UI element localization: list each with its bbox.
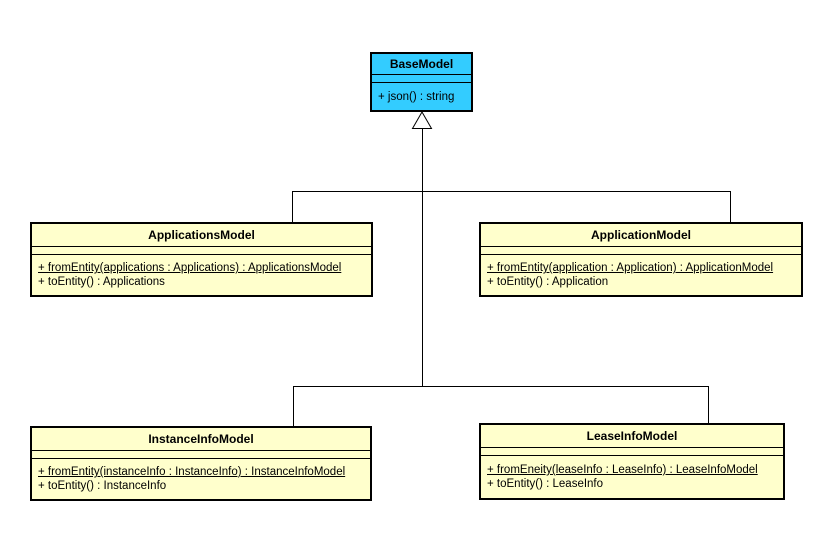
class-applicationsmodel-attributes xyxy=(32,247,371,255)
inheritance-trunk-line xyxy=(422,129,423,387)
class-applicationmodel-title: ApplicationModel xyxy=(481,224,801,247)
method-toentity-instanceinfo: + toEntity() : InstanceInfo xyxy=(38,480,167,492)
method-toentity-application: + toEntity() : Application xyxy=(487,276,609,288)
class-applicationmodel-methods: + fromEntity(application : Application) … xyxy=(481,255,801,295)
method-fromentity-applications: + fromEntity(applications : Applications… xyxy=(38,262,342,274)
class-applicationsmodel-title: ApplicationsModel xyxy=(32,224,371,247)
inheritance-stub-applicationsmodel xyxy=(292,191,293,222)
class-applicationmodel[interactable]: ApplicationModel + fromEntity(applicatio… xyxy=(479,222,803,297)
class-instanceinfomodel[interactable]: InstanceInfoModel + fromEntity(instanceI… xyxy=(30,426,372,501)
inheritance-stub-leaseinfomodel xyxy=(708,386,709,423)
class-basemodel[interactable]: BaseModel + json() : string xyxy=(370,52,473,112)
method-json: + json() : string xyxy=(378,90,455,103)
method-toentity-leaseinfo: + toEntity() : LeaseInfo xyxy=(487,478,604,490)
class-basemodel-title: BaseModel xyxy=(372,54,471,75)
class-basemodel-attributes xyxy=(372,75,471,83)
class-leaseinfomodel-title: LeaseInfoModel xyxy=(481,425,783,448)
method-fromentity-application: + fromEntity(application : Application) … xyxy=(487,262,774,274)
method-toentity-applications: + toEntity() : Applications xyxy=(38,276,165,288)
class-applicationsmodel-methods: + fromEntity(applications : Applications… xyxy=(32,255,371,295)
class-instanceinfomodel-methods: + fromEntity(instanceInfo : InstanceInfo… xyxy=(32,459,370,499)
inheritance-branch-bottom-line xyxy=(293,386,709,387)
class-leaseinfomodel[interactable]: LeaseInfoModel + fromEneity(leaseInfo : … xyxy=(479,423,785,500)
inheritance-stub-instanceinfomodel xyxy=(293,386,294,426)
inheritance-branch-top-line xyxy=(292,191,731,192)
method-fromeneity-leaseinfo: + fromEneity(leaseInfo : LeaseInfo) : Le… xyxy=(487,464,758,476)
class-instanceinfomodel-title: InstanceInfoModel xyxy=(32,428,370,451)
class-basemodel-methods: + json() : string xyxy=(372,83,471,110)
method-fromentity-instanceinfo: + fromEntity(instanceInfo : InstanceInfo… xyxy=(38,466,346,478)
class-applicationmodel-attributes xyxy=(481,247,801,255)
inheritance-stub-applicationmodel xyxy=(730,191,731,222)
class-leaseinfomodel-methods: + fromEneity(leaseInfo : LeaseInfo) : Le… xyxy=(481,456,783,498)
class-applicationsmodel[interactable]: ApplicationsModel + fromEntity(applicati… xyxy=(30,222,373,297)
class-instanceinfomodel-attributes xyxy=(32,451,370,459)
class-leaseinfomodel-attributes xyxy=(481,448,783,456)
inheritance-triangle-icon xyxy=(411,111,433,129)
